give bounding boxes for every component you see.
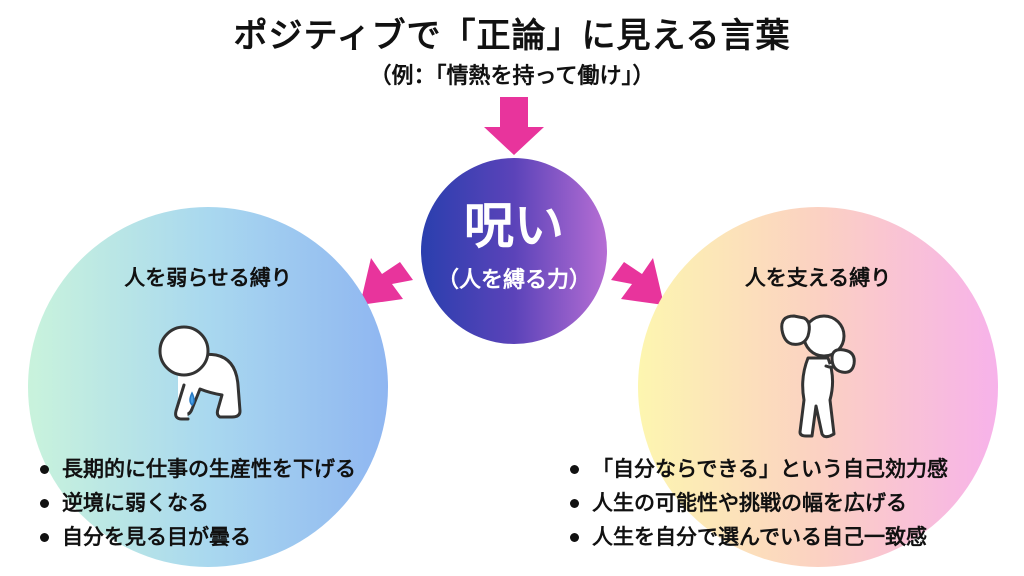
arrow-left xyxy=(360,258,413,305)
weakening-binds-list: 長期的に仕事の生産性を下げる 逆境に弱くなる 自分を見る目が曇る xyxy=(36,452,356,554)
weakening-binds-label: 人を弱らせる縛り xyxy=(124,266,292,290)
crying-kneeling-figure-icon xyxy=(158,325,242,421)
curse-subtitle: （人を縛る力） xyxy=(436,268,591,293)
curse-title: 呪い xyxy=(464,197,564,255)
list-item: 人生を自分で選んでいる自己一致感 xyxy=(566,520,948,554)
page-title: ポジティブで「正論」に見える言葉 xyxy=(233,16,791,56)
list-item: 人生の可能性や挑戦の幅を広げる xyxy=(566,486,948,520)
supporting-binds-list: 「自分ならできる」という自己効力感 人生の可能性や挑戦の幅を広げる 人生を自分で… xyxy=(566,452,948,554)
list-item: 逆境に弱くなる xyxy=(36,486,356,520)
supporting-binds-label: 人を支える縛り xyxy=(744,266,892,290)
list-item: 長期的に仕事の生産性を下げる xyxy=(36,452,356,486)
list-item: 自分を見る目が曇る xyxy=(36,520,356,554)
arrow-right xyxy=(611,258,664,305)
list-item: 「自分ならできる」という自己効力感 xyxy=(566,452,948,486)
boxing-figure-icon xyxy=(780,314,856,439)
arrow-down xyxy=(484,97,544,155)
page-subtitle: （例：「情熱を持って働け」） xyxy=(369,64,655,89)
curse-circle: 呪い （人を縛る力） xyxy=(421,158,607,344)
